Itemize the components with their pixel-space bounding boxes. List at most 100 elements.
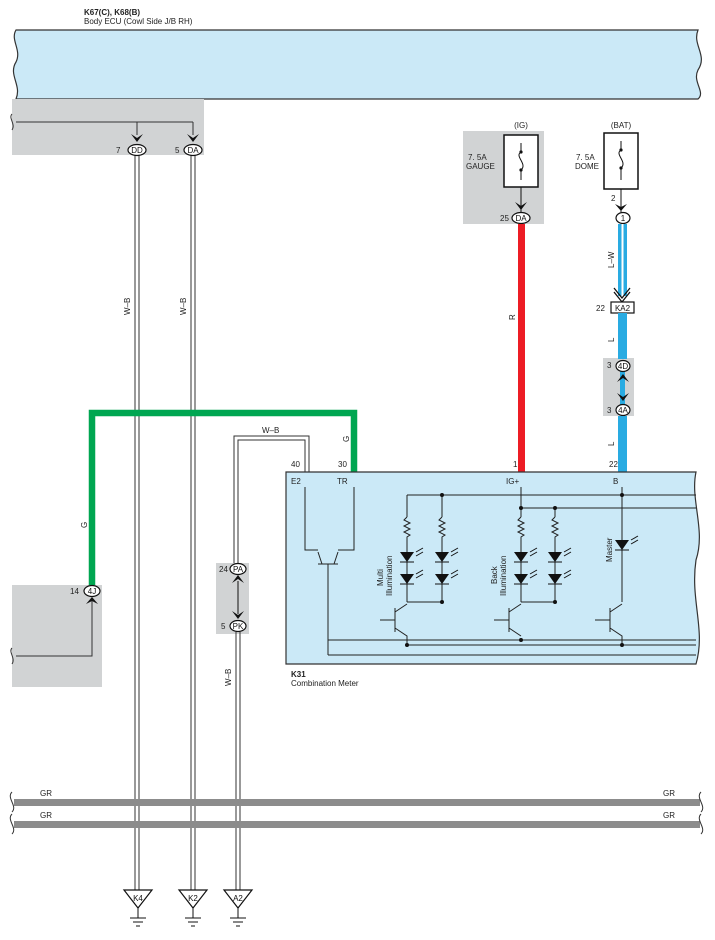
- c4j-label: 4J: [88, 587, 96, 596]
- ground-k4-label: K4: [133, 894, 143, 903]
- ig-pin-name: IG+: [506, 477, 519, 486]
- bat-fuse-rating: 7. 5A: [576, 153, 595, 162]
- b-pin-number: 22: [609, 460, 618, 469]
- wire-label-wb-top: W–B: [262, 426, 279, 435]
- c4d-label: 4D: [618, 362, 628, 371]
- pa-pin: 24: [219, 565, 228, 574]
- da-ecu-arrow-icon: [187, 134, 199, 142]
- connector-da-ig: [511, 211, 531, 225]
- e2-pin-number: 40: [291, 460, 300, 469]
- e2-pin-name: E2: [291, 477, 301, 486]
- red-wire: [518, 224, 525, 472]
- da-ig-arrow-icon: [515, 202, 527, 210]
- bat-fuse-name: DOME: [575, 162, 599, 171]
- wb-wire-a2: [235, 632, 241, 890]
- c4d-arrow-icon: [617, 374, 629, 382]
- wire-label-l2: L: [607, 441, 616, 446]
- fuse-terminal-icon: [619, 148, 623, 152]
- meter-title: K31: [291, 670, 306, 679]
- c4a-label: 4A: [618, 406, 628, 415]
- ground-k4: [122, 889, 154, 927]
- dd-arrow-icon: [131, 134, 143, 142]
- pa-arrow-icon: [232, 575, 244, 583]
- wire-label-wb1: W–B: [123, 298, 132, 315]
- wire-label-g2: G: [342, 436, 351, 442]
- c4j-arrow-icon: [86, 597, 98, 604]
- junction-4j-shade: [12, 585, 102, 687]
- back-illum-label-1: Back: [490, 565, 499, 584]
- wire-label-r: R: [508, 314, 517, 320]
- gr-break-left: [9, 791, 15, 835]
- l-wire-upper: [618, 313, 627, 359]
- connector-4d: [615, 359, 631, 373]
- ground-a2: [222, 889, 254, 927]
- ig-source-label: (IG): [514, 121, 528, 130]
- bat1-label: 1: [621, 214, 626, 223]
- bat-source-label: (BAT): [611, 121, 632, 130]
- c4a-pin: 3: [607, 406, 612, 415]
- ig-fuse-name: GAUGE: [466, 162, 495, 171]
- body-ecu-box: [12, 29, 702, 100]
- wb-wire-k4: [134, 150, 140, 890]
- junction-dots: [405, 493, 624, 647]
- wb-wire-k2: [190, 150, 196, 890]
- pk-arrow-icon: [232, 611, 244, 619]
- pa-label: PA: [233, 565, 244, 574]
- fuse-terminal-icon: [619, 166, 623, 170]
- wire-label-wb2: W–B: [179, 298, 188, 315]
- fuse-terminal-icon: [519, 168, 523, 172]
- ground-k2-label: K2: [188, 894, 198, 903]
- ig-fuse-rating: 7. 5A: [468, 153, 487, 162]
- ground-a2-label: A2: [233, 894, 243, 903]
- connector-4j: [83, 584, 101, 598]
- gr-label-right-1: GR: [663, 789, 675, 798]
- c4a-arrow-icon: [617, 393, 629, 401]
- wire-label-lw: L–W: [607, 251, 616, 268]
- b-pin-name: B: [613, 477, 618, 486]
- l-wire-lower: [618, 416, 627, 472]
- l-wire-junction: [620, 371, 625, 407]
- da-ig-label: DA: [515, 214, 527, 223]
- ground-k2: [177, 889, 209, 927]
- pk-pin: 5: [221, 622, 226, 631]
- ecu-connector-shade: [12, 99, 204, 155]
- tr-pin-name: TR: [337, 477, 348, 486]
- gr-label-left-1: GR: [40, 789, 52, 798]
- meter-subtitle: Combination Meter: [291, 679, 359, 688]
- ecu-internal-line: [16, 121, 194, 135]
- wb-wire-e2: [233, 435, 310, 563]
- connector-4a: [615, 403, 631, 417]
- ecu-break-mark: [10, 113, 14, 131]
- wire-label-l1: L: [607, 337, 616, 342]
- c4j-break-mark: [10, 647, 14, 665]
- c4d-pin: 3: [607, 361, 612, 370]
- dd-pin: 7: [116, 146, 121, 155]
- gr-label-right-2: GR: [663, 811, 675, 820]
- connector-bat1: [615, 211, 631, 225]
- green-wire: [88, 409, 358, 585]
- da-ecu-label: DA: [187, 146, 199, 155]
- c4j-pin: 14: [70, 587, 79, 596]
- tr-pin-number: 30: [338, 460, 347, 469]
- da-ig-pin: 25: [500, 214, 509, 223]
- connector-pk: [229, 619, 247, 633]
- led-icons: [400, 540, 629, 585]
- c4j-internal-line: [16, 601, 93, 657]
- ecu-title: K67(C), K68(B): [84, 8, 140, 17]
- ka2-label: KA2: [615, 304, 631, 313]
- meter-internal-circuit: [304, 487, 696, 656]
- wire-label-wb-low: W–B: [224, 669, 233, 686]
- connector-pa: [229, 562, 247, 576]
- multi-illum-label-2: Illumination: [385, 556, 394, 596]
- back-illum-label-2: Illumination: [499, 556, 508, 596]
- bat1-pin: 2: [611, 194, 616, 203]
- wire-label-g1: G: [80, 522, 89, 528]
- da-ecu-pin: 5: [175, 146, 180, 155]
- ig-pin-number: 1: [513, 460, 518, 469]
- gr-bus-2: [14, 821, 700, 828]
- dd-label: DD: [131, 146, 143, 155]
- gr-label-left-2: GR: [40, 811, 52, 820]
- master-label: Master: [605, 537, 614, 562]
- multi-illum-label-1: Multi: [376, 569, 385, 586]
